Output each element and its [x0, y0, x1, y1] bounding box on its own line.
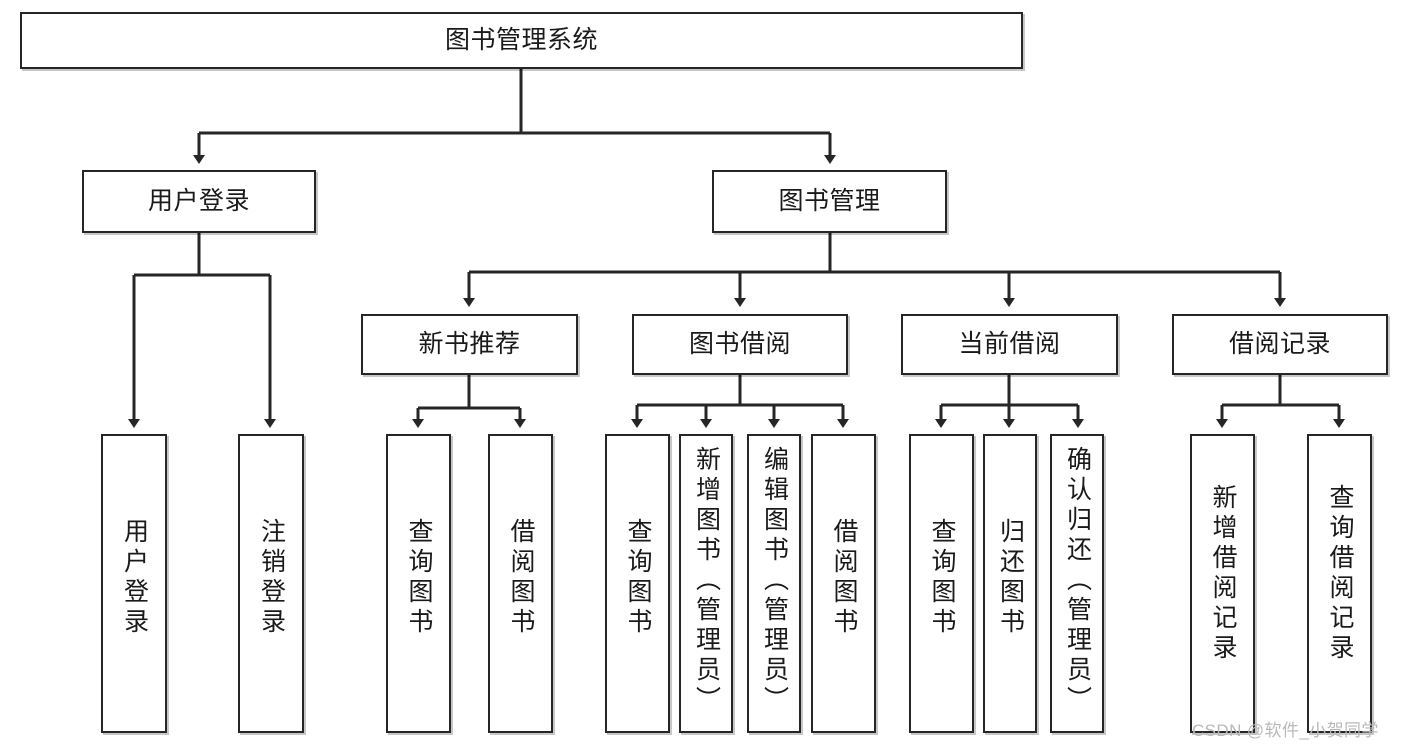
node-label: 当前借阅	[958, 329, 1061, 358]
node-label: 图书管理	[778, 186, 881, 215]
node-label: 图书借阅	[688, 329, 791, 358]
leaf-query-book-borrow[interactable]: 查询图书	[605, 434, 670, 733]
node-label: 用户登录	[147, 186, 250, 215]
leaf-query-borrow-record[interactable]: 查询借阅记录	[1307, 434, 1372, 733]
leaf-borrow-book-recommend[interactable]: 借阅图书	[488, 434, 553, 733]
leaf-edit-book-admin[interactable]: 编辑图书（管理员）	[747, 434, 801, 733]
node-root-system[interactable]: 图书管理系统	[20, 12, 1023, 69]
node-label: 新增借阅记录	[1209, 484, 1237, 664]
node-label: 图书管理系统	[444, 25, 598, 54]
leaf-add-borrow-record[interactable]: 新增借阅记录	[1190, 434, 1255, 733]
node-label: 查询图书	[624, 518, 652, 638]
node-label: 查询图书	[405, 518, 433, 638]
node-label: 借阅记录	[1228, 329, 1331, 358]
node-label: 注销登录	[257, 518, 286, 638]
leaf-add-book-admin[interactable]: 新增图书（管理员）	[679, 434, 733, 733]
node-user-login[interactable]: 用户登录	[82, 170, 316, 233]
csdn-watermark: CSDN @软件_小贺同学	[1192, 721, 1379, 740]
node-label: 用户登录	[120, 518, 149, 638]
node-book-borrow[interactable]: 图书借阅	[632, 314, 848, 375]
node-label: 查询图书	[928, 518, 956, 638]
node-borrow-record[interactable]: 借阅记录	[1172, 314, 1388, 375]
node-label: 借阅图书	[830, 518, 858, 638]
node-label: 编辑图书（管理员）	[760, 446, 789, 716]
leaf-return-book[interactable]: 归还图书	[983, 434, 1037, 733]
leaf-confirm-return-admin[interactable]: 确认归还（管理员）	[1050, 434, 1104, 733]
node-book-manage[interactable]: 图书管理	[712, 170, 947, 233]
node-current-borrow[interactable]: 当前借阅	[901, 314, 1118, 375]
leaf-query-book-recommend[interactable]: 查询图书	[386, 434, 451, 733]
node-label: 新增图书（管理员）	[692, 446, 721, 716]
leaf-logout-login[interactable]: 注销登录	[238, 434, 304, 733]
node-new-book-recommend[interactable]: 新书推荐	[361, 314, 578, 375]
node-label: 新书推荐	[418, 329, 521, 358]
leaf-user-login[interactable]: 用户登录	[101, 434, 167, 733]
node-label: 确认归还（管理员）	[1063, 446, 1092, 716]
leaf-borrow-book-borrow[interactable]: 借阅图书	[811, 434, 876, 733]
node-label: 归还图书	[996, 518, 1025, 638]
node-label: 借阅图书	[507, 518, 535, 638]
node-label: 查询借阅记录	[1326, 484, 1354, 664]
leaf-query-book-current[interactable]: 查询图书	[909, 434, 974, 733]
